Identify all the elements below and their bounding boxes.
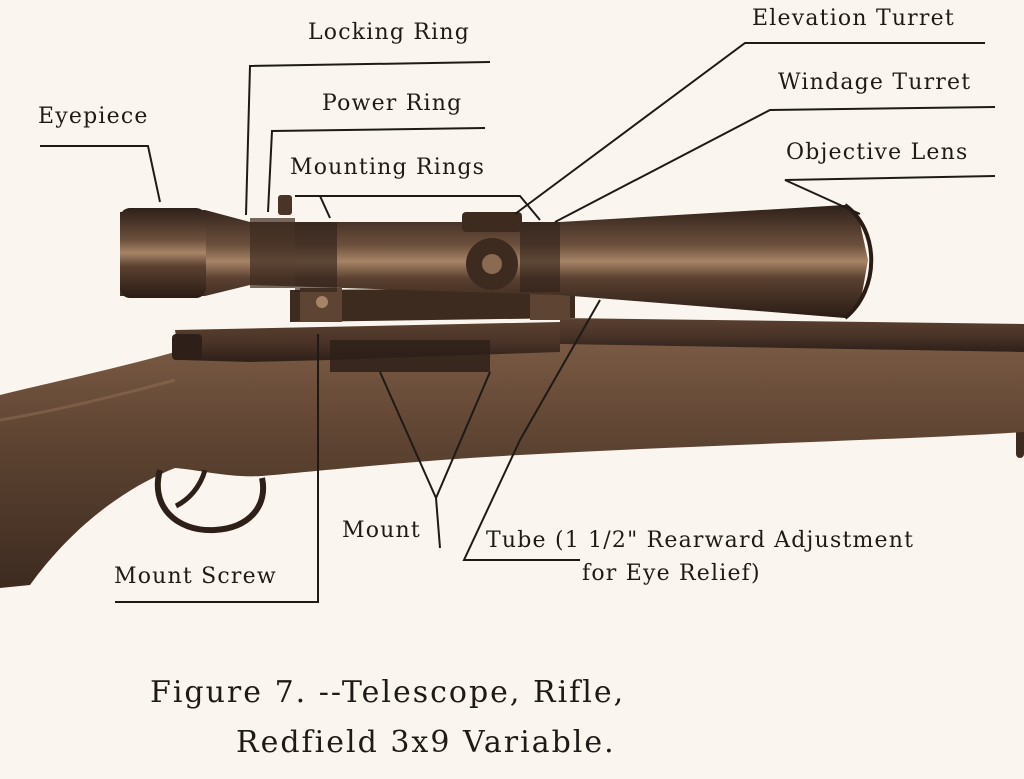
leader-tube	[462, 299, 601, 561]
leader-mount-screw	[115, 334, 319, 603]
label-eyepiece: Eyepiece	[38, 104, 149, 129]
rifle-action	[172, 322, 560, 372]
rifle-stock	[0, 340, 1024, 588]
label-windage-turret: Windage Turret	[778, 70, 972, 95]
label-tube-line2: for Eye Relief)	[582, 561, 761, 586]
label-objective-lens: Objective Lens	[786, 140, 969, 165]
trigger-guard	[154, 469, 267, 534]
label-elevation-turret: Elevation Turret	[752, 6, 955, 31]
telescope	[120, 195, 874, 320]
label-locking-ring: Locking Ring	[308, 20, 471, 45]
leader-objective	[784, 175, 996, 215]
leader-locking-ring	[245, 61, 491, 216]
figure-caption-line2: Redfield 3x9 Variable.	[236, 725, 616, 760]
leader-lines	[40, 42, 996, 603]
label-power-ring: Power Ring	[322, 91, 463, 116]
label-mount-screw: Mount Screw	[114, 564, 277, 589]
leader-windage	[554, 106, 996, 223]
label-mounting-rings: Mounting Rings	[290, 155, 486, 180]
power-ring-part	[250, 218, 295, 288]
elevation-turret-part	[462, 212, 522, 232]
leader-eyepiece	[40, 145, 161, 203]
label-mount: Mount	[342, 518, 421, 543]
leader-power-ring	[267, 127, 486, 213]
leader-mounting-rings-2	[320, 195, 541, 221]
barrel	[560, 318, 1024, 458]
leader-elevation	[514, 42, 985, 215]
eyepiece-part	[120, 208, 206, 298]
label-tube-line1: Tube (1 1/2" Rearward Adjustment	[486, 528, 915, 553]
leader-mount-2	[435, 371, 491, 499]
scope-mount	[290, 288, 575, 322]
leader-mounting-rings	[295, 195, 331, 219]
figure-caption-line1: Figure 7. --Telescope, Rifle,	[150, 675, 626, 710]
